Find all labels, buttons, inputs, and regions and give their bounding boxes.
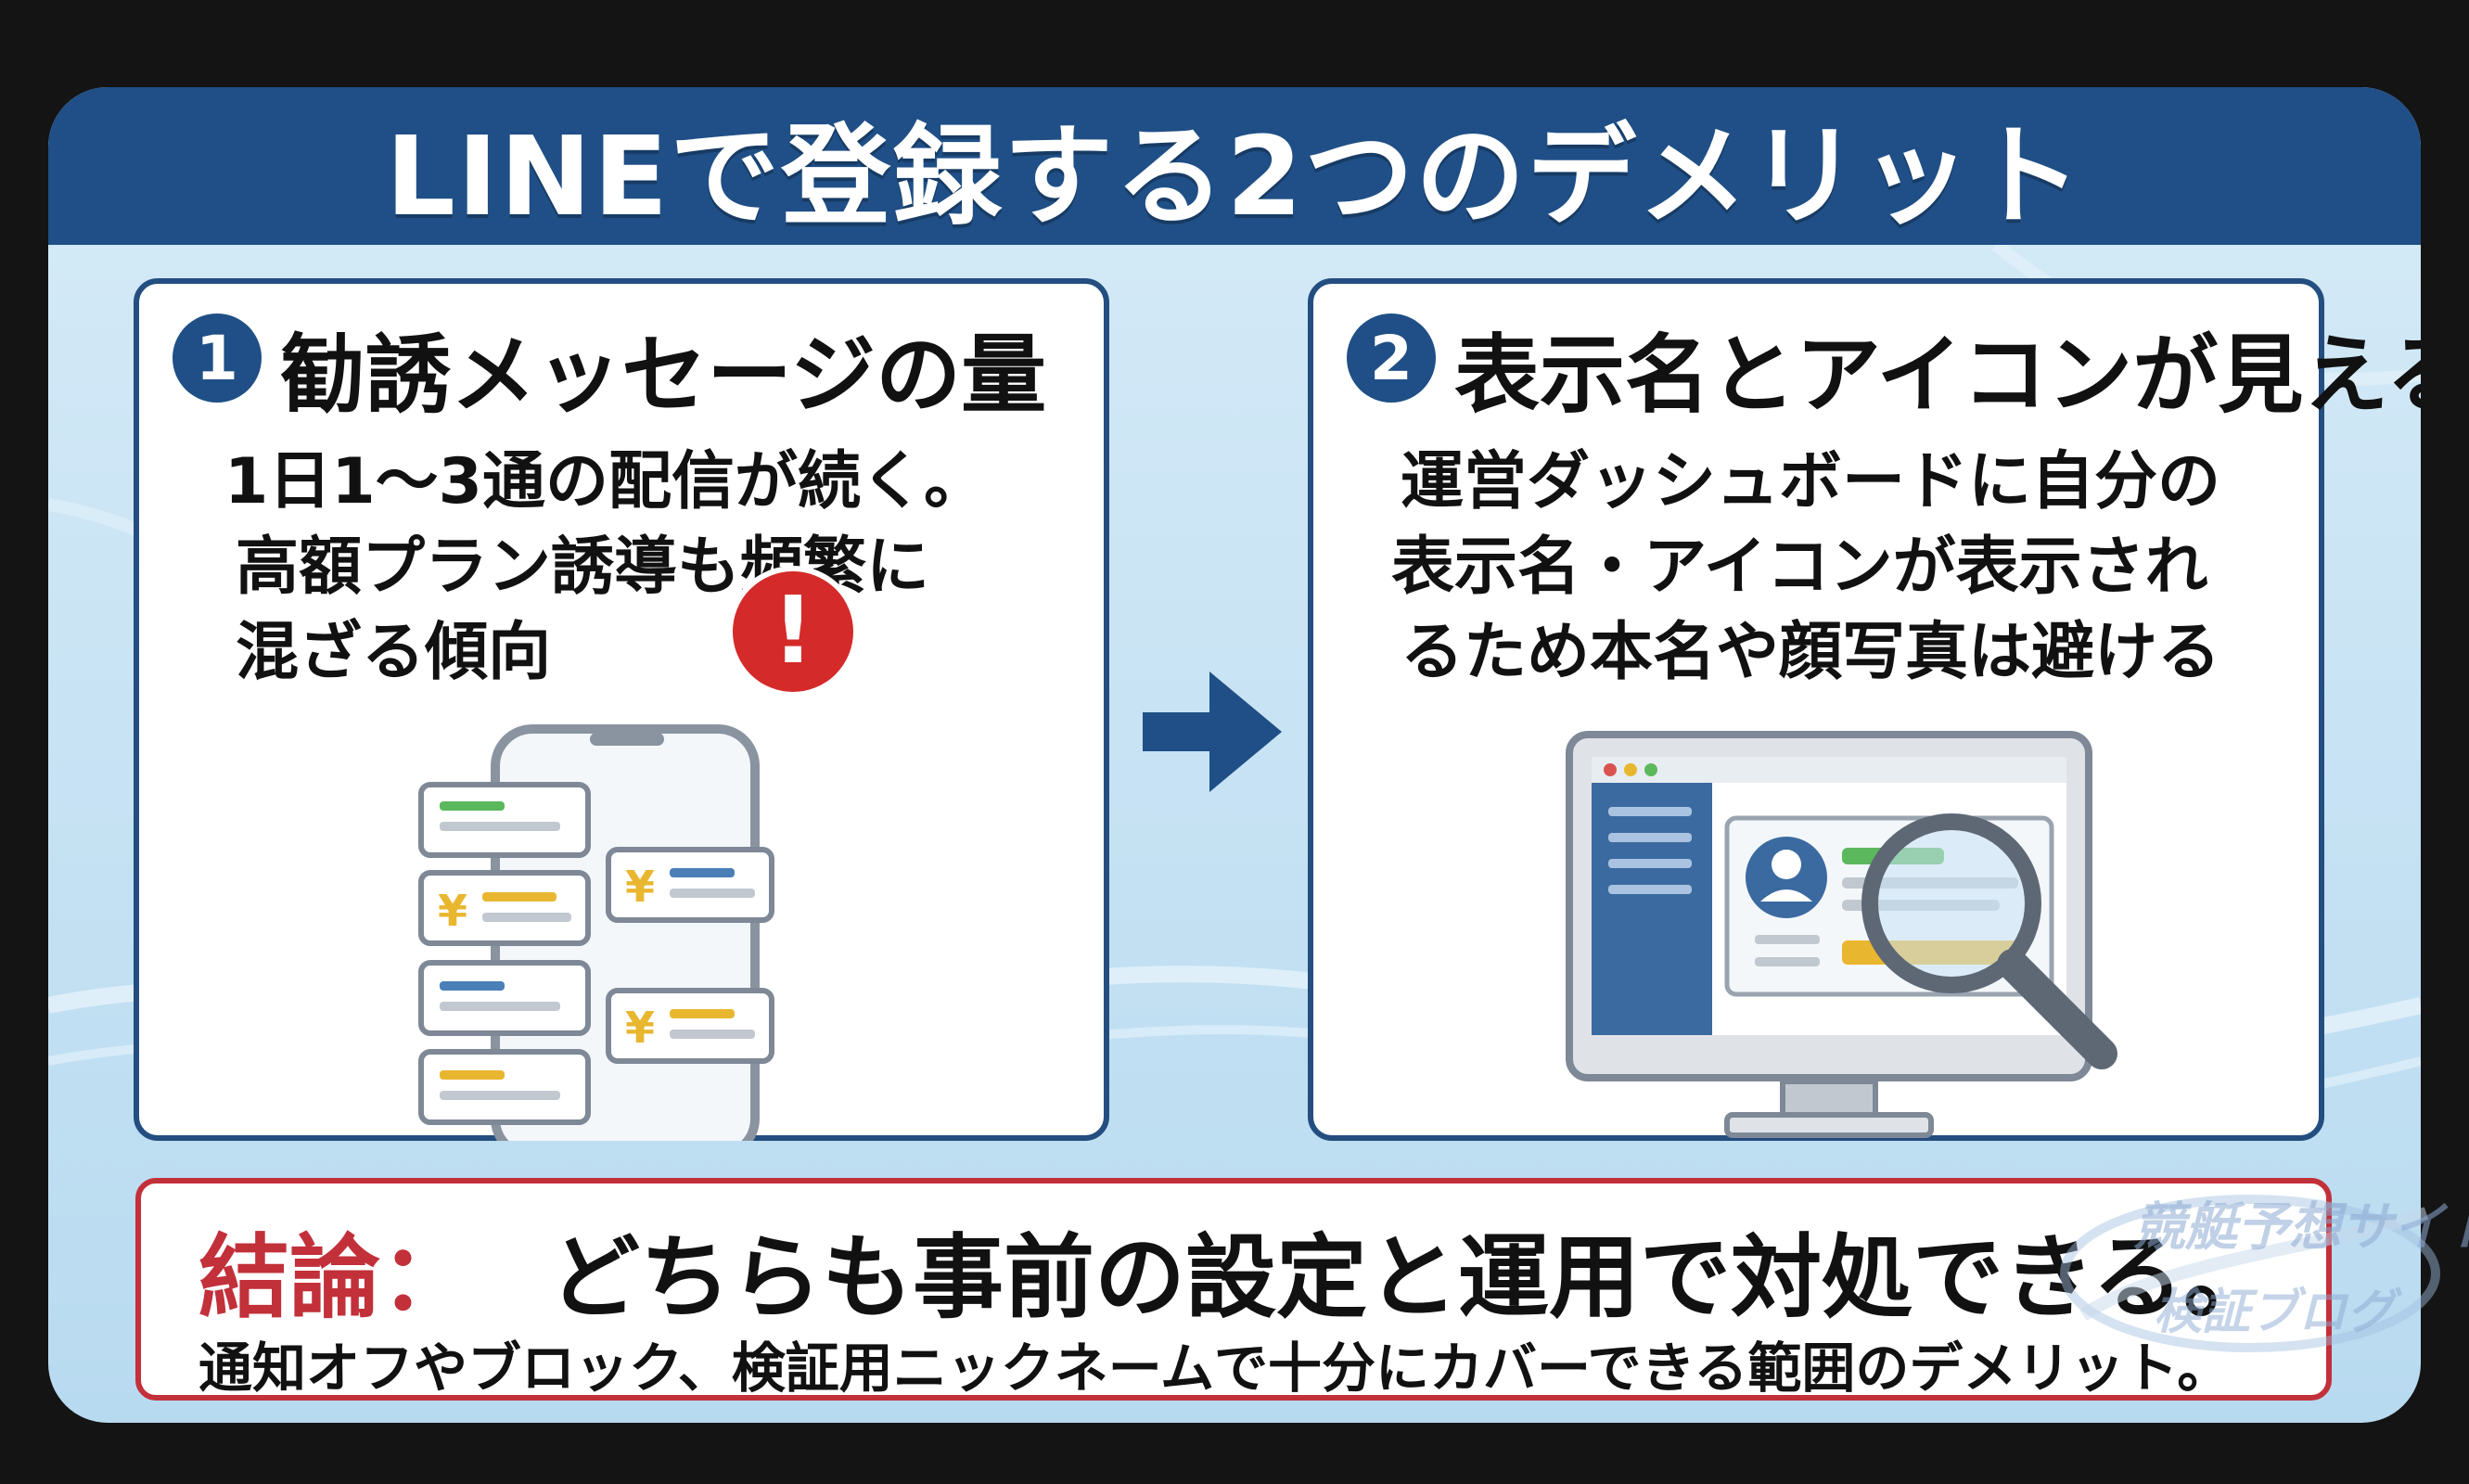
demerit-panel-1: 1 勧誘メッセージの量 1日1〜3通の配信が続く。 高額プラン誘導も頻繁に 混ざ… <box>134 278 1109 1141</box>
panel-heading-2: 表示名とアイコンが見える <box>1454 326 2421 425</box>
conclusion-box: 結論： どちらも事前の設定と運用で対処できる。 通知オフやブロック、検証用ニック… <box>135 1178 2332 1401</box>
infographic-card: LINEで登録する2つのデメリット 1 勧誘メッセージの量 1日1〜3通の配信が… <box>48 87 2421 1423</box>
yen-icon: ¥ <box>625 1003 655 1053</box>
demerit-panel-2: 2 表示名とアイコンが見える 運営ダッシュボードに自分の 表示名・アイコンが表示… <box>1308 278 2421 1141</box>
body-line: るため本名や顔写真は避ける <box>1401 616 2221 689</box>
body-line: 表示名・アイコンが表示され <box>1391 531 2208 604</box>
svg-text:!: ! <box>772 576 814 684</box>
page-title: LINEで登録する2つのデメリット <box>385 111 2084 240</box>
body-line: 高額プラン誘導も頻繁に <box>236 531 930 604</box>
number-badge-2: 2 <box>1347 313 1436 403</box>
yen-icon: ¥ <box>625 862 655 912</box>
conclusion-main: どちらも事前の設定と運用で対処できる。 <box>549 1225 2275 1331</box>
phone-messages-illustration: ¥ ¥ ¥ <box>418 724 774 1141</box>
body-line: 1日1〜3通の配信が続く。 <box>224 445 987 518</box>
panel-body-2: 運営ダッシュボードに自分の 表示名・アイコンが表示され るため本名や顔写真は避け… <box>1391 440 2220 696</box>
monitor-dashboard-illustration <box>1566 731 2117 1138</box>
title-bar: LINEで登録する2つのデメリット <box>48 87 2421 245</box>
conclusion-sub: 通知オフやブロック、検証用ニックネームで十分にカバーできる範囲のデメリット。 <box>198 1337 2232 1400</box>
number-badge-1: 1 <box>173 313 262 403</box>
body-line: 混ざる傾向 <box>236 616 552 689</box>
body-line: 運営ダッシュボードに自分の <box>1401 445 2221 518</box>
arrow-right-icon <box>1143 672 1282 792</box>
alert-icon: ! <box>727 566 859 697</box>
panel-heading-1: 勧誘メッセージの量 <box>280 326 1047 425</box>
watermark-line1: 競艇予想サイト <box>2133 1197 2469 1258</box>
panel-body-1: 1日1〜3通の配信が続く。 高額プラン誘導も頻繁に 混ざる傾向 <box>219 440 987 696</box>
watermark-logo <box>2060 1195 2440 1352</box>
watermark-line2: 検証ブログ <box>2154 1285 2396 1340</box>
conclusion-label: 結論： <box>198 1225 472 1331</box>
yen-icon: ¥ <box>438 886 467 936</box>
